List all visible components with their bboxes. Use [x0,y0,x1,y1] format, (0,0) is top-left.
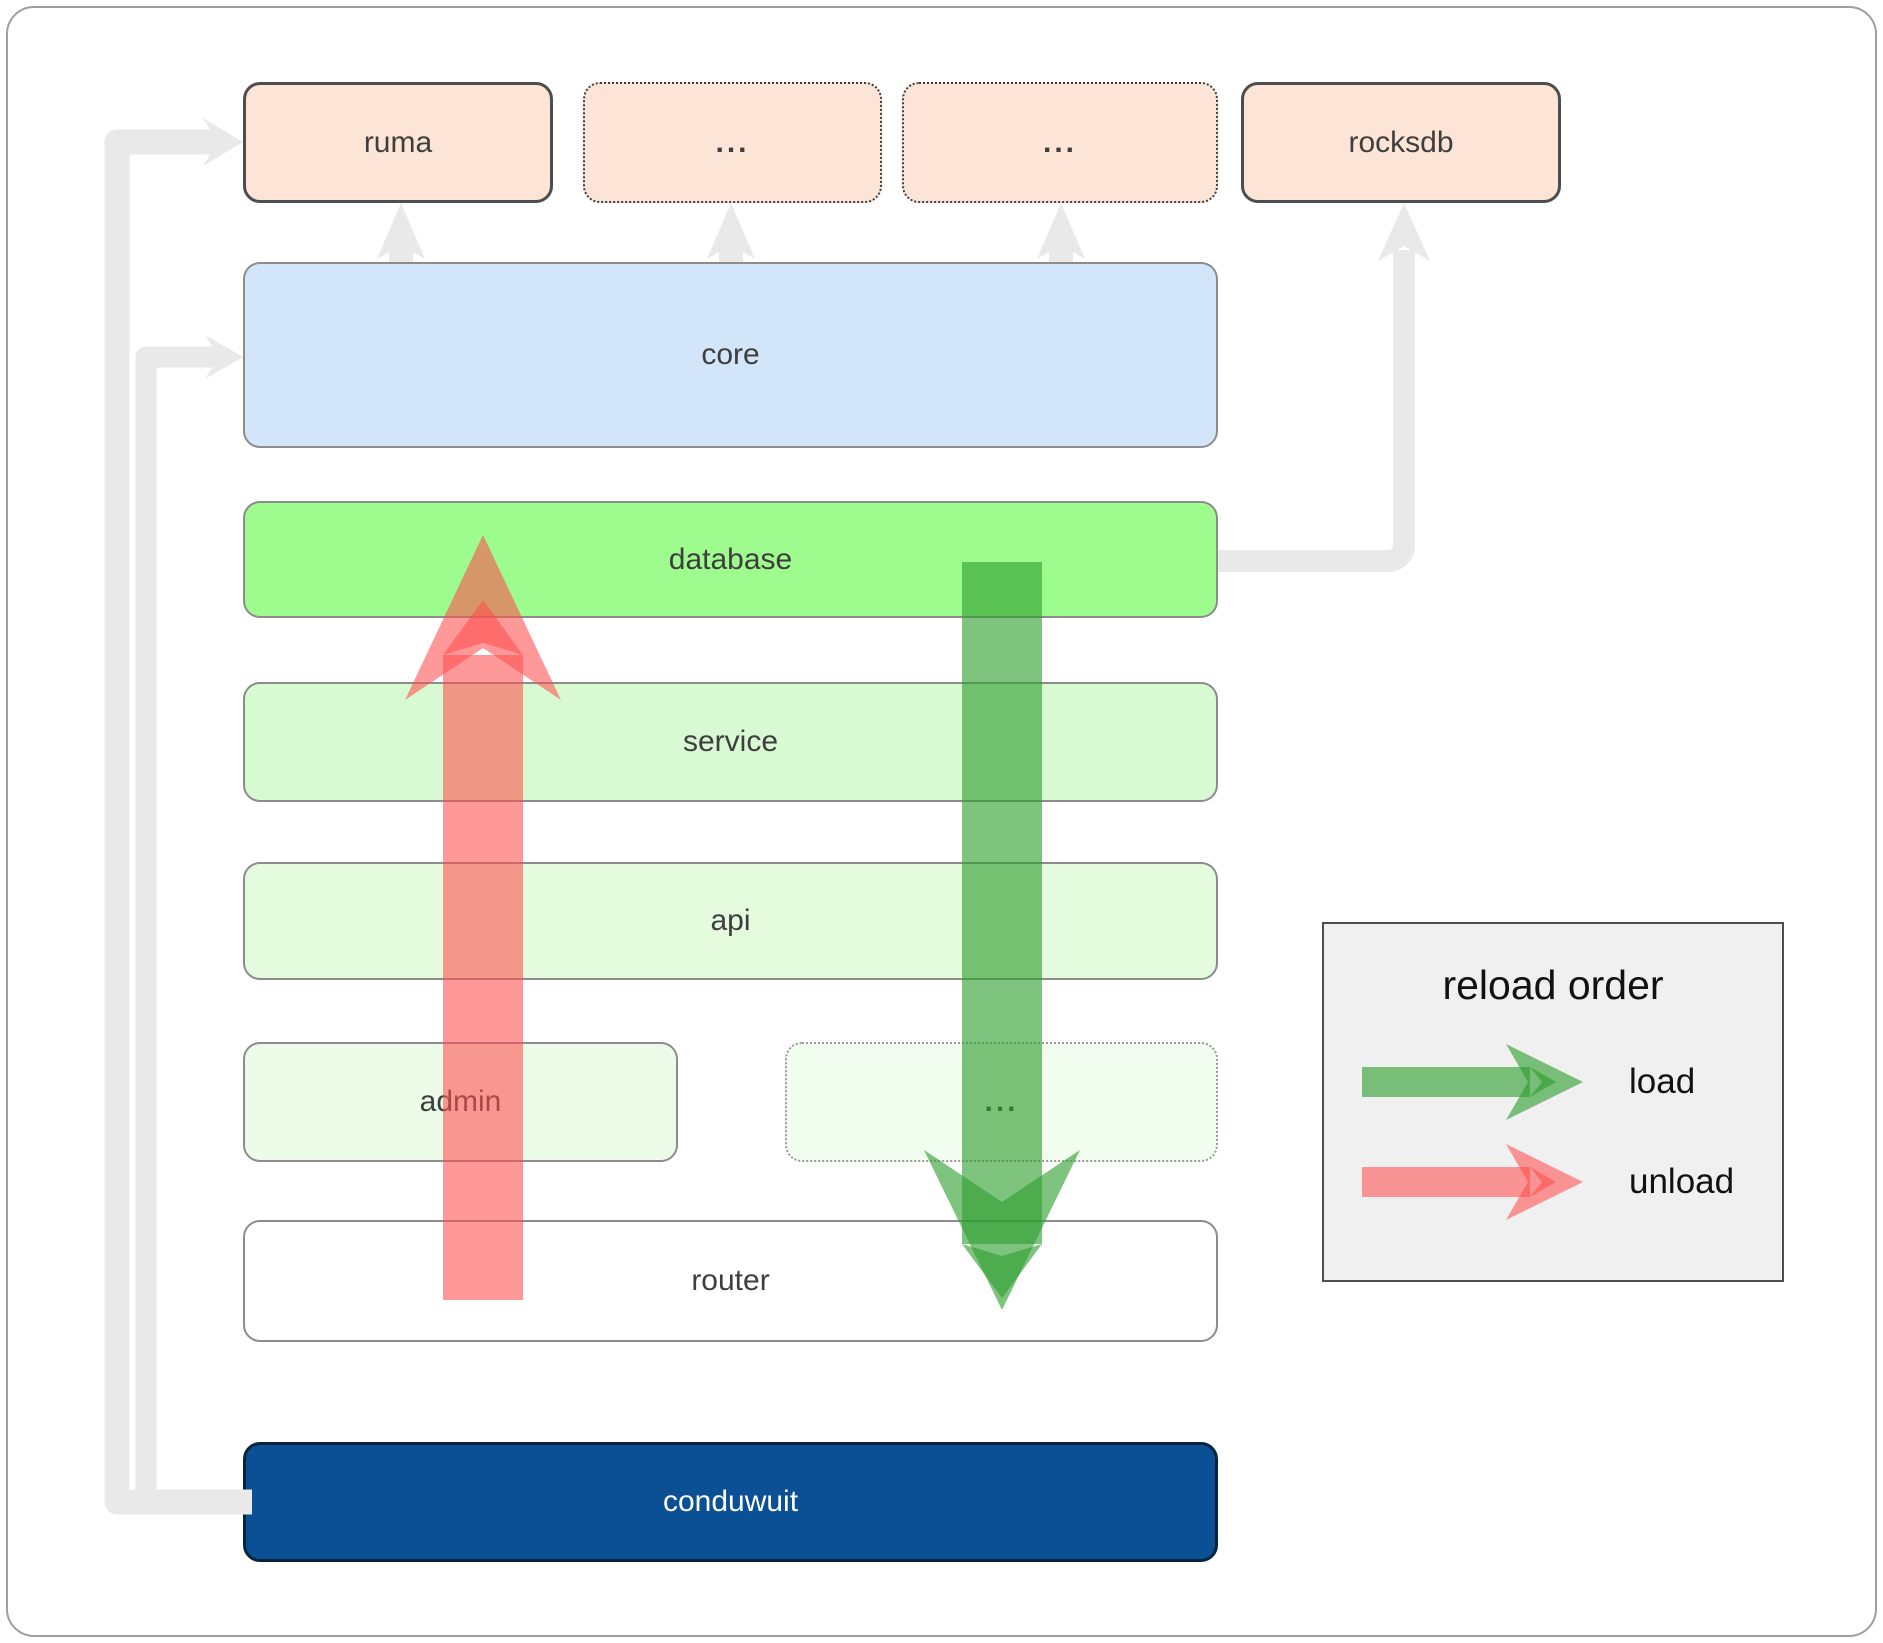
node-ruma: ruma [243,82,553,203]
node-ellipsis-2: ... [902,82,1218,203]
node-core-label: core [701,338,760,371]
legend-title: reload order [1442,962,1664,1008]
legend-unload-label: unload [1629,1162,1735,1201]
node-admin: admin [243,1042,678,1162]
node-ellipsis-1: ... [583,82,882,203]
node-router: router [243,1220,1218,1342]
node-service-label: service [682,725,779,758]
node-admin-label: admin [419,1085,502,1118]
node-api: api [243,862,1218,980]
node-service: service [243,682,1218,802]
node-rocksdb: rocksdb [1241,82,1561,203]
node-admin-ellipsis: ... [785,1042,1218,1162]
node-rocksdb-label: rocksdb [1348,125,1454,159]
node-router-label: router [691,1264,770,1297]
node-admin-ellipsis-label: ... [984,1085,1019,1118]
legend-load-label: load [1629,1062,1696,1101]
node-database-label: database [668,542,793,576]
legend-reload-order: reload order load unload [1322,922,1784,1282]
node-ellipsis-2-label: ... [1042,125,1077,159]
node-database: database [243,501,1218,618]
node-conduwuit: conduwuit [243,1442,1218,1562]
node-ruma-label: ruma [363,125,433,159]
node-api-label: api [710,904,751,937]
diagram-border [6,6,1877,1637]
node-ellipsis-1-label: ... [715,125,750,159]
node-core: core [243,262,1218,448]
node-conduwuit-label: conduwuit [662,1485,799,1518]
